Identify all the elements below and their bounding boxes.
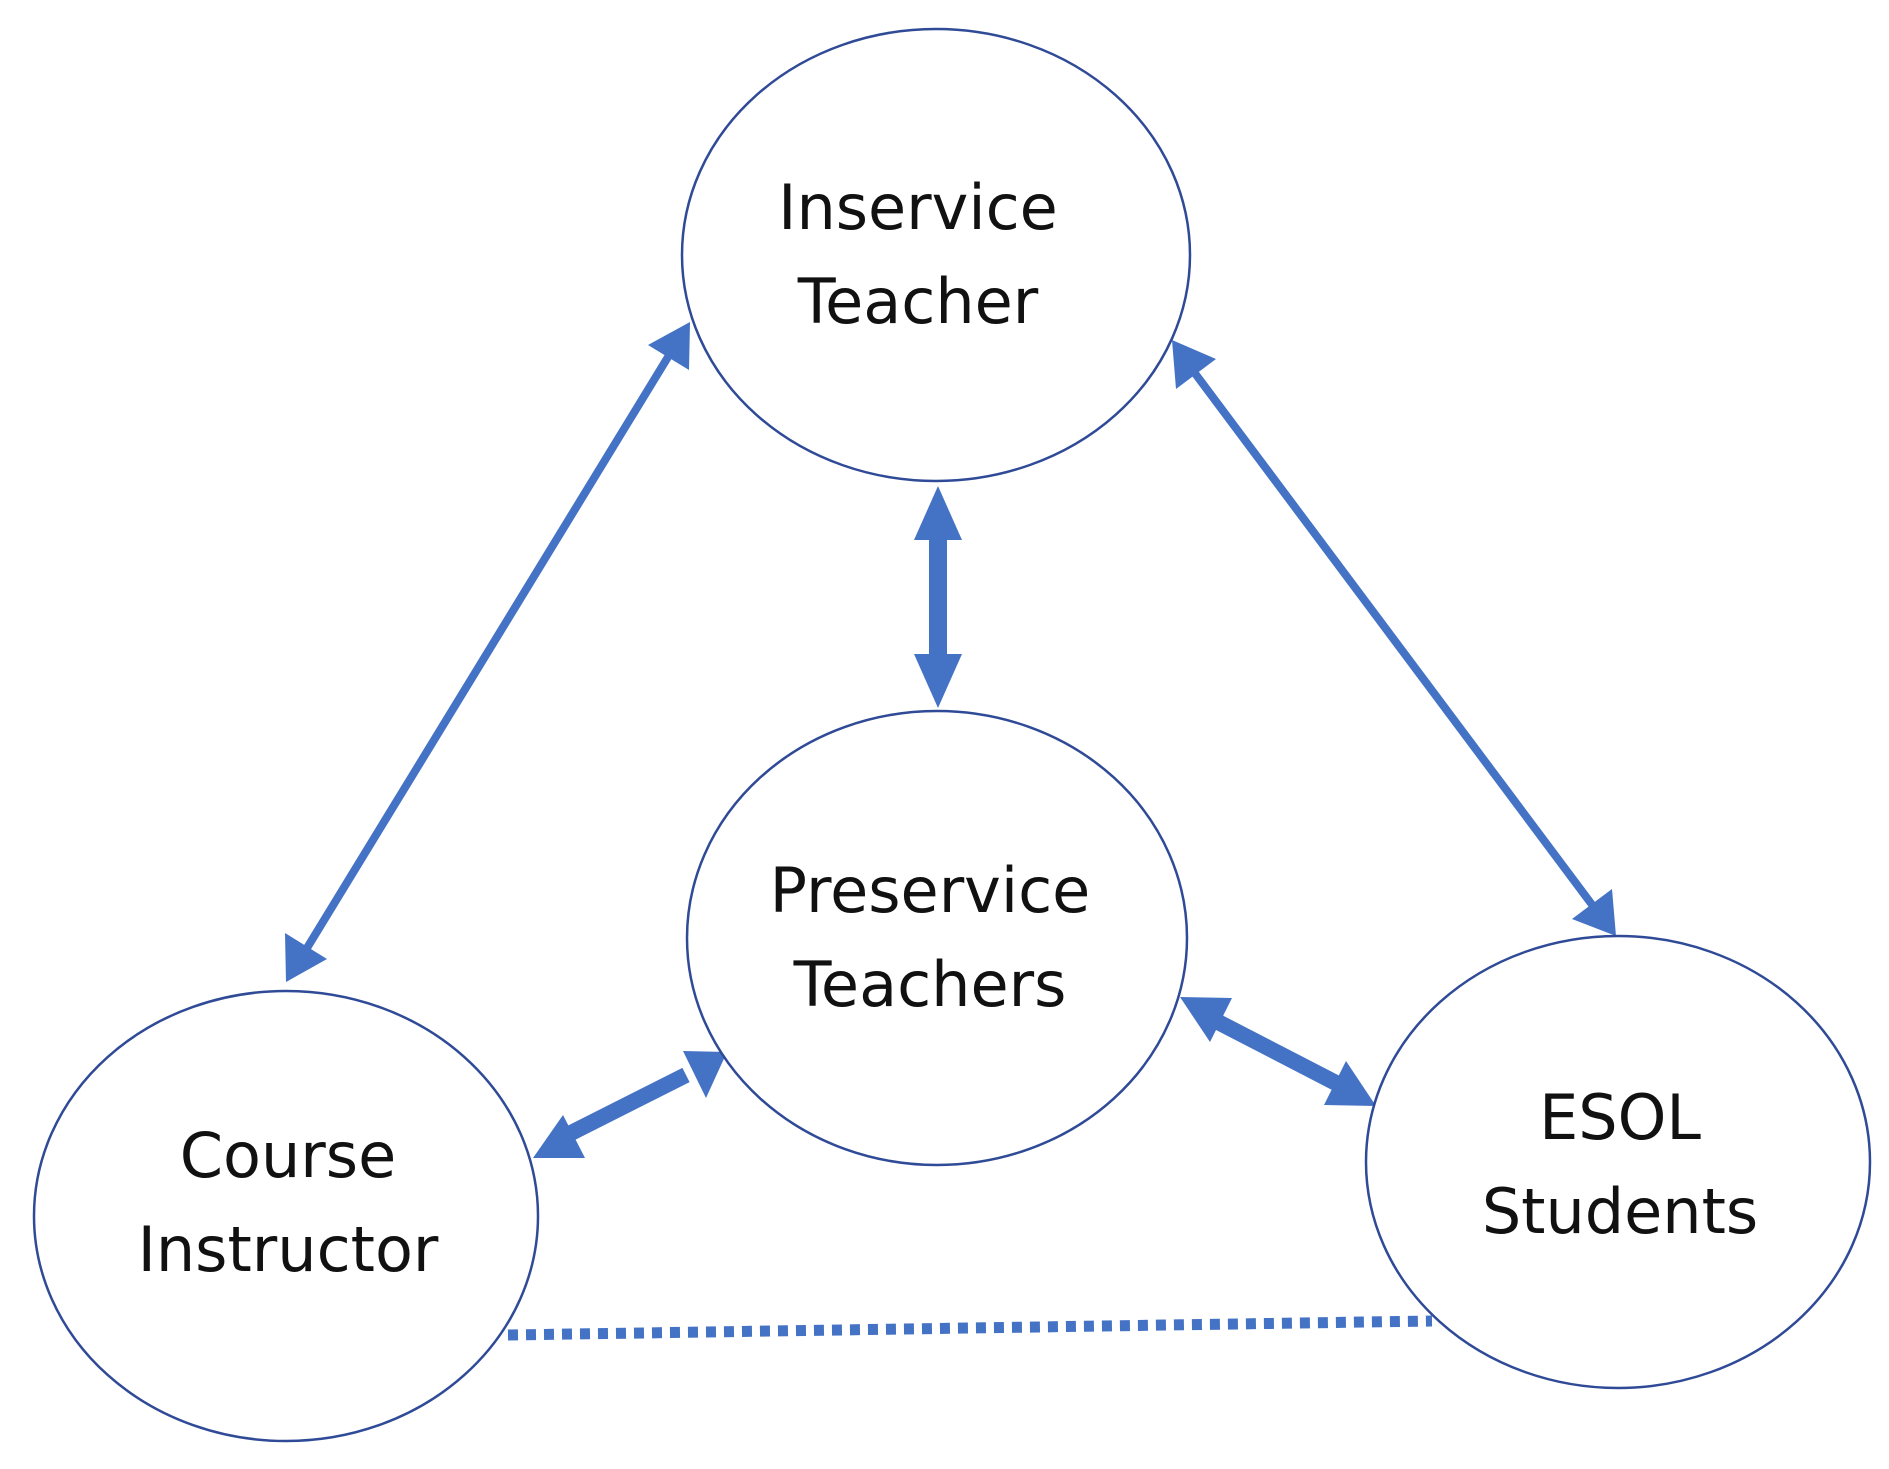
arrow-inservice-esol [1172, 340, 1616, 936]
connections [285, 322, 1616, 1341]
arrow-preservice-esol-shaft [1214, 1014, 1340, 1091]
node-inservice-teacher: Inservice Teacher [680, 27, 1192, 483]
arrow-preservice-esol-head-left [1180, 997, 1232, 1042]
arrow-inservice-preservice-head-bottom [914, 654, 962, 708]
node-inservice-circle [680, 27, 1192, 483]
dotted-line-instructor-esol [507, 1315, 1433, 1341]
node-preservice-circle [685, 709, 1189, 1167]
arrow-instructor-preservice-head-right [683, 1051, 727, 1098]
arrow-instructor-inservice [285, 322, 690, 982]
node-instructor-circle [32, 989, 540, 1443]
arrow-inservice-esol-head-bottom [1572, 889, 1616, 936]
node-instructor-label-line1: Course [180, 1119, 396, 1192]
node-esol-students: ESOL Students [1364, 934, 1872, 1390]
arrow-inservice-esol-shaft [1190, 369, 1597, 909]
arrow-instructor-preservice-shaft [567, 1067, 690, 1141]
node-inservice-label-line2: Teacher [797, 265, 1039, 338]
node-esol-label-line1: ESOL [1539, 1081, 1701, 1154]
arrow-preservice-esol [1180, 997, 1376, 1106]
arrow-instructor-inservice-head-bottom [285, 933, 327, 982]
node-course-instructor: Course Instructor [32, 989, 540, 1443]
node-esol-label-line2: Students [1482, 1175, 1758, 1248]
arrow-instructor-preservice [533, 1051, 727, 1158]
arrow-instructor-inservice-head-top [648, 322, 690, 370]
node-inservice-label-line1: Inservice [778, 171, 1058, 244]
arrow-inservice-preservice-head-top [914, 486, 962, 540]
node-preservice-label-line1: Preservice [770, 854, 1091, 927]
arrow-preservice-esol-head-right [1324, 1061, 1376, 1106]
node-instructor-label-line2: Instructor [138, 1213, 439, 1286]
arrow-instructor-inservice-shaft [303, 354, 672, 951]
arrow-inservice-esol-head-top [1172, 340, 1216, 389]
node-preservice-label-line2: Teachers [793, 948, 1067, 1021]
arrow-inservice-preservice [914, 486, 962, 708]
node-esol-circle [1364, 934, 1872, 1390]
node-preservice-teachers: Preservice Teachers [685, 709, 1189, 1167]
arrow-instructor-preservice-head-left [533, 1115, 585, 1158]
